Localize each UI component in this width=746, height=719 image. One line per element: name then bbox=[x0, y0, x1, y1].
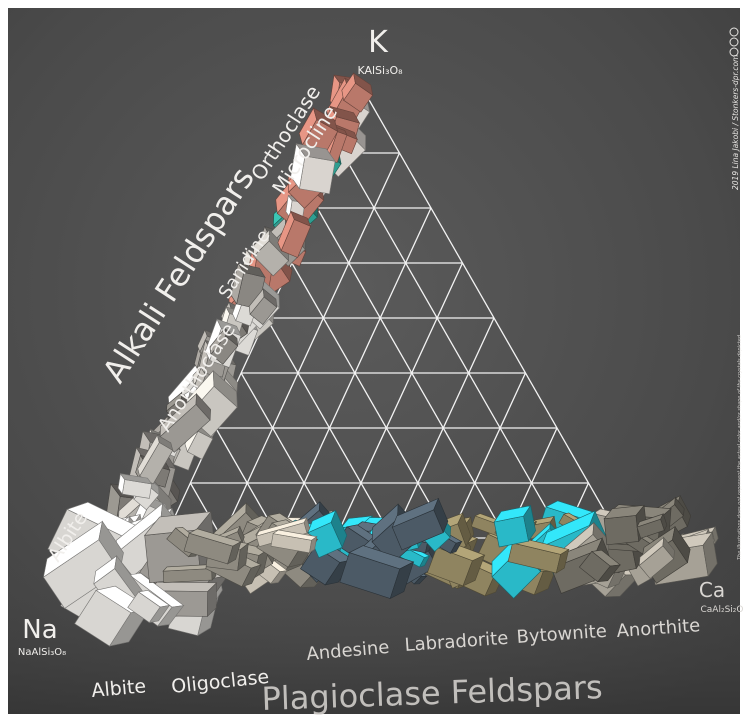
vertex-na-formula: NaAlSi₃O₈ bbox=[18, 647, 66, 658]
illustration-disclaimer: The illustrations does not represent the… bbox=[737, 334, 743, 560]
vertex-na-symbol: Na bbox=[22, 615, 57, 645]
vertex-ca-symbol: Ca bbox=[699, 578, 725, 602]
vertex-k-formula: KAlSi₃O₈ bbox=[357, 64, 403, 77]
vertex-k-symbol: K bbox=[368, 25, 389, 60]
copyright-credit: 2019 Lina Jakobi / Stonkers-dpr.com bbox=[731, 55, 740, 190]
vertex-ca-formula: CaAl₂Si₂O bbox=[701, 605, 744, 615]
